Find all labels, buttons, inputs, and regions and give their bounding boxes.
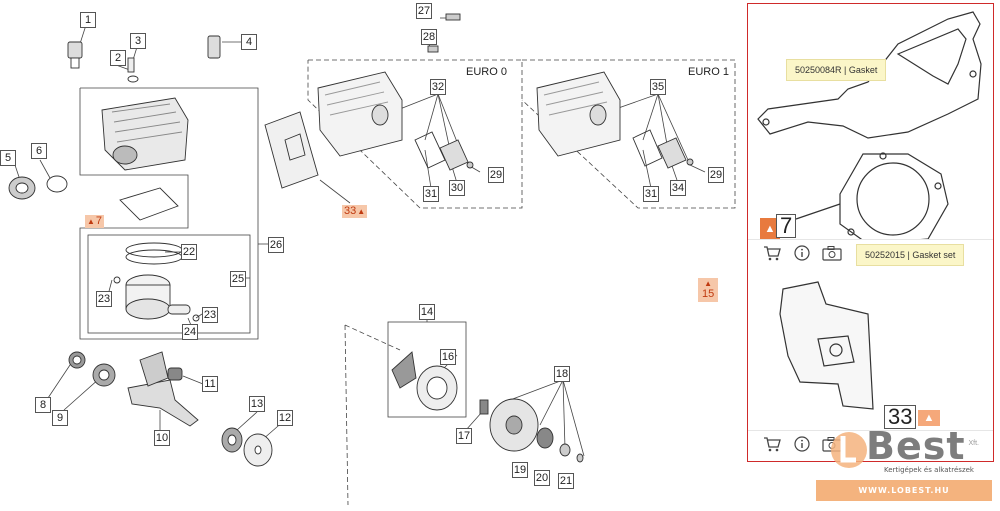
- tooltip-gasket: 50250084R | Gasket: [786, 59, 887, 81]
- callout-11[interactable]: 11: [202, 376, 218, 392]
- warning-triangle-icon: ▲: [923, 412, 935, 424]
- callout-10[interactable]: 10: [154, 430, 170, 446]
- info-icon: [794, 435, 810, 452]
- warning-triangle-icon: ▲: [764, 223, 776, 235]
- callout-25[interactable]: 25: [230, 271, 246, 287]
- preview-7-warning[interactable]: ▲: [760, 218, 780, 240]
- callout-14[interactable]: 14: [419, 304, 435, 320]
- diagram-lines: [8, 13, 736, 506]
- callout-5[interactable]: 5: [0, 150, 16, 166]
- cart-icon: [764, 436, 781, 451]
- callout-21[interactable]: 21: [558, 473, 574, 489]
- callout-29a[interactable]: 29: [488, 167, 504, 183]
- euro0-label: EURO 0: [466, 66, 507, 78]
- info-button[interactable]: [792, 243, 812, 263]
- part-preview-panel: 50250084R | Gasket ▲ 7 50252015 | Gasket…: [747, 3, 994, 462]
- callout-26[interactable]: 26: [268, 237, 284, 253]
- callout-31a[interactable]: 31: [423, 186, 439, 202]
- callout-24[interactable]: 24: [182, 324, 198, 340]
- callout-31b[interactable]: 31: [643, 186, 659, 202]
- callout-15-label: 15: [702, 288, 715, 300]
- callout-9[interactable]: 9: [52, 410, 68, 426]
- tooltip-gasket-set: 50252015 | Gasket set: [856, 244, 965, 266]
- info-icon: [794, 244, 810, 261]
- euro1-label: EURO 1: [688, 66, 729, 78]
- callout-12[interactable]: 12: [277, 410, 293, 426]
- callout-27[interactable]: 27: [416, 3, 432, 19]
- callout-6[interactable]: 6: [31, 143, 47, 159]
- callout-23a[interactable]: 23: [96, 291, 112, 307]
- logo-url[interactable]: WWW.LOBEST.HU: [816, 480, 992, 501]
- callout-33-warning[interactable]: 33 ▲: [342, 205, 368, 218]
- callout-15-warning[interactable]: ▲ 15: [698, 278, 719, 302]
- callout-4[interactable]: 4: [241, 34, 257, 50]
- callout-32[interactable]: 32: [430, 79, 446, 95]
- callout-8[interactable]: 8: [35, 397, 51, 413]
- action-bar-plate: Xft.: [748, 430, 993, 456]
- preview-7-label[interactable]: 7: [776, 214, 797, 238]
- callout-18[interactable]: 18: [554, 366, 570, 382]
- callout-1[interactable]: 1: [80, 12, 96, 28]
- callout-22[interactable]: 22: [181, 244, 197, 260]
- callout-35[interactable]: 35: [650, 79, 666, 95]
- callout-16[interactable]: 16: [440, 349, 456, 365]
- callout-2[interactable]: 2: [110, 50, 126, 66]
- callout-28[interactable]: 28: [421, 29, 437, 45]
- add-to-cart-button-2[interactable]: [762, 434, 782, 454]
- preview-33-label[interactable]: 33: [884, 405, 917, 429]
- logo-mark-icon: [831, 432, 867, 468]
- callout-33-label: 33: [344, 205, 357, 217]
- callout-7-label: 7: [95, 215, 103, 227]
- logo-wordmark: Best: [866, 424, 966, 468]
- callout-19[interactable]: 19: [512, 462, 528, 478]
- camera-icon: [822, 245, 842, 261]
- cart-icon: [764, 245, 781, 260]
- exploded-parts-diagram: 1 2 3 4 5 6 8 9 10 11 13 12 14 16 17 18 …: [0, 3, 736, 506]
- part-preview-drawings: [757, 11, 982, 410]
- photo-button[interactable]: [822, 243, 842, 263]
- preview-33-warning[interactable]: ▲: [918, 410, 940, 426]
- warning-triangle-icon: ▲: [87, 216, 95, 226]
- add-to-cart-button[interactable]: [762, 243, 782, 263]
- warning-triangle-icon: ▲: [357, 206, 366, 216]
- callout-29b[interactable]: 29: [708, 167, 724, 183]
- callout-7-warning[interactable]: ▲ 7: [85, 215, 105, 228]
- callout-30[interactable]: 30: [449, 180, 465, 196]
- callout-13[interactable]: 13: [249, 396, 265, 412]
- callout-20[interactable]: 20: [534, 470, 550, 486]
- lobest-logo: Best Kertigépek és alkatrészek WWW.LOBES…: [816, 424, 992, 501]
- callout-17[interactable]: 17: [456, 428, 472, 444]
- price-text-partial: Xft.: [968, 440, 979, 447]
- warning-triangle-icon: ▲: [704, 279, 713, 288]
- callout-3[interactable]: 3: [130, 33, 146, 49]
- callout-23b[interactable]: 23: [202, 307, 218, 323]
- logo-tagline: Kertigépek és alkatrészek: [884, 466, 974, 474]
- info-button-2[interactable]: [792, 434, 812, 454]
- callout-34[interactable]: 34: [670, 180, 686, 196]
